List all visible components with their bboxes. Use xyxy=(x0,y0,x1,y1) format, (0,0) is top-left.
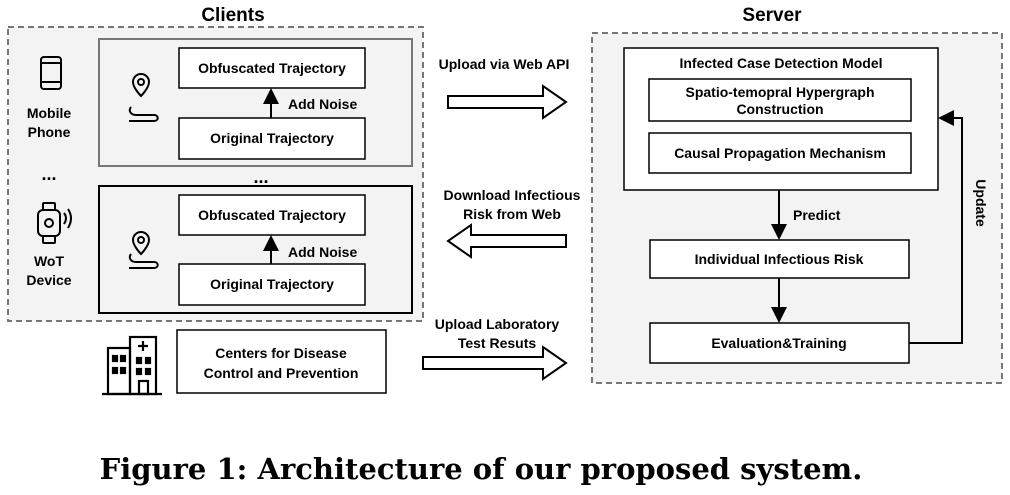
evaluation-training-label: Evaluation&Training xyxy=(711,335,846,351)
obfuscated-trajectory-label-2: Obfuscated Trajectory xyxy=(198,207,346,223)
original-trajectory-label-2: Original Trajectory xyxy=(210,276,334,292)
download-arrow xyxy=(446,223,567,259)
lab-upload-arrow xyxy=(422,345,568,381)
wot-label-line1: WoT xyxy=(34,253,65,269)
smartwatch-icon xyxy=(37,202,72,244)
infectious-risk-box xyxy=(649,239,910,279)
evaluation-training-box xyxy=(649,322,910,364)
wot-label-line2: Device xyxy=(26,272,71,288)
original-trajectory-label-1: Original Trajectory xyxy=(210,130,334,146)
obfuscated-trajectory-label-1: Obfuscated Trajectory xyxy=(198,60,346,76)
add-noise-label-1: Add Noise xyxy=(288,96,357,112)
update-feedback-arrow xyxy=(909,110,963,344)
original-trajectory-box-1 xyxy=(178,117,366,160)
location-pin-icon xyxy=(128,231,159,269)
server-title: Server xyxy=(742,5,802,26)
hypergraph-label-line1: Spatio-temopral Hypergraph xyxy=(685,84,874,100)
hospital-icon xyxy=(102,335,162,396)
download-label-line1: Download Infectious xyxy=(444,187,581,203)
mobile-label-line1: Mobile xyxy=(27,105,72,121)
figure-caption: Figure 1: Architecture of our proposed s… xyxy=(100,452,863,486)
add-noise-label-2: Add Noise xyxy=(288,244,357,260)
infectious-risk-label: Individual Infectious Risk xyxy=(695,251,864,267)
hypergraph-label-line2: Construction xyxy=(736,101,823,117)
lab-label-line2: Test Resuts xyxy=(458,335,537,351)
causal-mechanism-box xyxy=(648,132,912,174)
upload-api-label: Upload via Web API xyxy=(439,56,570,72)
original-trajectory-box-2 xyxy=(178,263,366,306)
cdc-label-line1: Centers for Disease xyxy=(215,345,347,361)
cdc-label-line2: Control and Prevention xyxy=(204,365,359,381)
hypergraph-box xyxy=(648,78,912,122)
upload-arrow xyxy=(447,84,568,120)
clients-title: Clients xyxy=(201,5,264,26)
mobile-label-line2: Phone xyxy=(28,124,71,140)
ellipsis-middle: ... xyxy=(253,167,268,187)
detection-model-title: Infected Case Detection Model xyxy=(679,55,882,71)
causal-mechanism-label: Causal Propagation Mechanism xyxy=(674,145,886,161)
update-label: Update xyxy=(973,179,989,227)
location-pin-icon xyxy=(128,73,159,122)
mobile-phone-icon xyxy=(40,56,62,90)
cdc-box xyxy=(176,329,387,394)
lab-label-line1: Upload Laboratory xyxy=(435,316,560,332)
ellipsis-left: ... xyxy=(41,164,56,184)
predict-label: Predict xyxy=(793,207,841,223)
obfuscated-trajectory-box-2 xyxy=(178,194,366,236)
download-label-line2: Risk from Web xyxy=(463,206,561,222)
